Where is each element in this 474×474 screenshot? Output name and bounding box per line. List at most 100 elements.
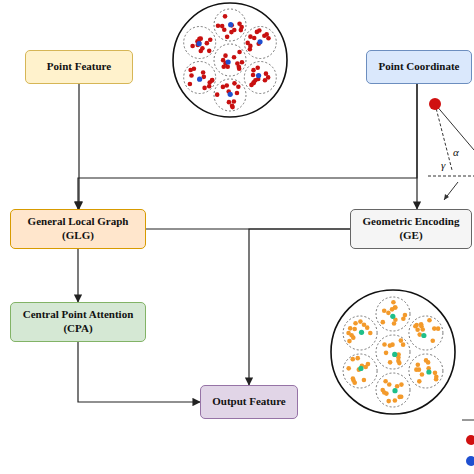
point-dot <box>426 360 431 365</box>
point-dot <box>383 379 388 384</box>
point-dot <box>401 316 406 321</box>
box-label: General Local Graph (GLG) <box>17 215 139 243</box>
point-dot <box>346 366 351 371</box>
point-dot <box>201 70 206 75</box>
point-dot <box>239 28 244 33</box>
point-dot <box>251 68 256 73</box>
point-dot <box>240 60 245 65</box>
point-dot <box>232 81 237 86</box>
center-dot <box>226 59 231 64</box>
point-dot <box>399 338 404 343</box>
process-box: Central Point Attention (CPA) <box>10 302 146 342</box>
point-dot <box>189 73 194 78</box>
center-dot <box>421 333 426 338</box>
center-dot <box>256 73 261 78</box>
point-dot <box>223 14 228 19</box>
point-dot <box>225 35 230 40</box>
point-dot <box>210 78 215 83</box>
point-dot <box>392 321 397 326</box>
point-dot <box>200 46 205 51</box>
point-dot <box>236 64 241 69</box>
legend-dot <box>466 456 474 466</box>
outer-circle <box>331 290 455 414</box>
center-dot <box>392 388 397 393</box>
point-dot <box>349 333 354 338</box>
point-dot <box>420 372 425 377</box>
point-dot <box>245 41 250 46</box>
point-dot <box>205 41 210 46</box>
point-dot <box>232 55 237 60</box>
connector <box>78 342 200 402</box>
point-dot <box>264 71 269 76</box>
point-dot <box>384 391 389 396</box>
point-dot <box>188 68 193 73</box>
box-label: Geometric Encoding (GE) <box>357 215 465 243</box>
center-dot <box>390 314 395 319</box>
point-dot <box>221 85 226 90</box>
center-dot <box>359 330 364 335</box>
point-dot <box>190 44 195 49</box>
point-dot <box>381 320 386 325</box>
point-dot <box>236 85 241 90</box>
point-dot <box>387 382 392 387</box>
point-dot <box>362 323 367 328</box>
point-dot <box>399 394 404 399</box>
input-box: Point Coordinate <box>366 50 472 84</box>
neighborhood-circle <box>214 44 246 76</box>
neighborhood-circle <box>376 297 410 331</box>
point-dot <box>347 339 352 344</box>
center-dot <box>196 41 201 46</box>
center-dot <box>228 22 233 27</box>
point-dot <box>362 378 367 383</box>
neighborhood-circle <box>244 62 276 94</box>
box-label: Central Point Attention (CPA) <box>17 308 139 336</box>
neighborhood-circle <box>376 373 410 407</box>
point-dot <box>384 351 389 356</box>
connector <box>249 229 350 385</box>
center-dot <box>358 366 363 371</box>
point-dot <box>393 398 398 403</box>
point-dot <box>207 84 212 89</box>
center-dot <box>257 39 262 44</box>
point-dot <box>202 75 207 80</box>
point-dot <box>388 360 393 365</box>
geometry-arrowhead <box>444 194 449 200</box>
point-dot <box>419 322 424 327</box>
point-dot <box>220 24 225 29</box>
point-dot <box>417 379 422 384</box>
neighborhood-circle <box>184 27 216 59</box>
point-dot <box>397 361 402 366</box>
point-dot <box>417 332 422 337</box>
neighborhood-circle <box>343 354 377 388</box>
point-dot <box>393 305 398 310</box>
point-dot <box>432 326 437 331</box>
red-point <box>429 98 441 110</box>
point-dot <box>232 99 237 104</box>
point-dot <box>382 308 387 313</box>
point-dot <box>235 91 240 96</box>
point-dot <box>225 64 230 69</box>
legend-line <box>462 420 474 421</box>
box-label: Output Feature <box>212 395 285 409</box>
point-dot <box>414 323 419 328</box>
point-dot <box>351 376 356 381</box>
box-label: Point Feature <box>47 60 111 74</box>
geometry-arrow <box>444 182 458 200</box>
point-dot <box>391 300 396 305</box>
point-dot <box>395 384 400 389</box>
point-dot <box>415 327 420 332</box>
point-dot <box>251 80 256 85</box>
point-cloud-input <box>173 3 287 117</box>
connector <box>78 84 417 209</box>
angle-label: γ <box>441 160 445 171</box>
point-dot <box>230 105 235 110</box>
point-dot <box>266 36 271 41</box>
geometry-line <box>428 176 474 177</box>
neighborhood-circle <box>376 335 410 369</box>
angle-label: α <box>453 147 459 158</box>
point-dot <box>368 331 373 336</box>
point-dot <box>420 327 425 332</box>
neighborhood-circle <box>184 62 216 94</box>
geometry-figure <box>428 98 474 200</box>
neighborhood-circle <box>409 354 443 388</box>
